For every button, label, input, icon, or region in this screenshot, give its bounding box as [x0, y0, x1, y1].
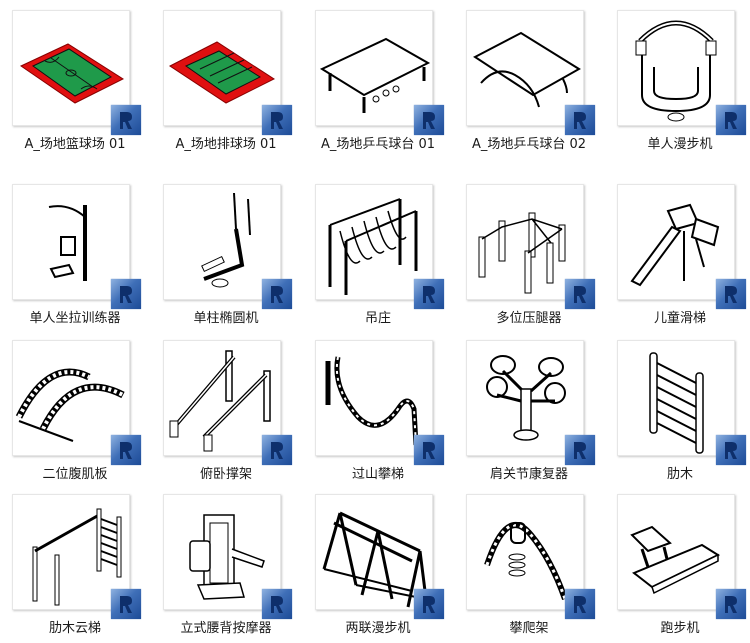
- revit-badge-icon: [414, 279, 444, 309]
- file-name: 儿童滑梯: [653, 311, 706, 326]
- thumbnail: [617, 184, 746, 309]
- back-massager-icon: [189, 514, 265, 600]
- file-name: 肋木: [666, 467, 693, 482]
- file-name: 二位腹肌板: [42, 467, 108, 482]
- thumbnail: [466, 184, 595, 309]
- file-name: 单人漫步机: [647, 137, 713, 152]
- thumbnail: [466, 10, 595, 135]
- revit-badge-icon: [565, 105, 595, 135]
- treadmill-icon: [630, 525, 721, 595]
- thumbnail: [163, 10, 292, 135]
- revit-badge-icon: [111, 105, 141, 135]
- revit-badge-icon: [716, 279, 746, 309]
- thumbnail: [315, 340, 444, 465]
- shoulder-wheel-icon: [486, 355, 566, 441]
- thumbnail: [315, 494, 444, 619]
- revit-badge-icon: [716, 105, 746, 135]
- basketball-court-icon: [19, 43, 125, 104]
- thumbnail: [315, 10, 444, 135]
- file-name: 攀爬架: [509, 621, 549, 636]
- volleyball-court-icon: [169, 41, 276, 104]
- thumbnail: [617, 10, 746, 135]
- thumbnail: [12, 184, 141, 309]
- revit-badge-icon: [262, 279, 292, 309]
- double-walker-icon: [322, 511, 428, 608]
- file-name: A_场地乒乓球台 02: [471, 137, 587, 152]
- thumbnail: [466, 494, 595, 619]
- ping-pong-table-curved-icon: [473, 31, 581, 108]
- thumbnail: [617, 340, 746, 465]
- thumbnail: [12, 494, 141, 619]
- revit-badge-icon: [414, 589, 444, 619]
- file-name: 过山攀梯: [351, 467, 404, 482]
- seated-pull-trainer-icon: [48, 205, 87, 281]
- revit-badge-icon: [262, 435, 292, 465]
- revit-badge-icon: [111, 589, 141, 619]
- thumbnail: [163, 340, 292, 465]
- file-name: 肩关节康复器: [489, 467, 568, 482]
- revit-badge-icon: [565, 279, 595, 309]
- hanging-stakes-icon: [328, 198, 418, 295]
- file-name: 两联漫步机: [345, 621, 411, 636]
- revit-badge-icon: [262, 105, 292, 135]
- file-name: 俯卧撑架: [199, 467, 252, 482]
- file-name: 肋木云梯: [48, 621, 101, 636]
- pushup-bars-icon: [169, 350, 271, 452]
- revit-badge-icon: [716, 435, 746, 465]
- kids-slide-icon: [630, 203, 720, 287]
- file-name: A_场地篮球场 01: [24, 137, 126, 152]
- revit-badge-icon: [716, 589, 746, 619]
- leg-press-bars-icon: [478, 212, 566, 294]
- wall-bars-icon: [649, 352, 704, 454]
- file-name: 跑步机: [660, 621, 700, 636]
- thumbnail: [617, 494, 746, 619]
- ping-pong-table-icon: [319, 37, 431, 113]
- thumbnail: [12, 340, 141, 465]
- file-name: A_场地排球场 01: [175, 137, 277, 152]
- revit-badge-icon: [414, 105, 444, 135]
- file-name: A_场地乒乓球台 01: [320, 137, 436, 152]
- revit-badge-icon: [262, 589, 292, 619]
- revit-badge-icon: [565, 589, 595, 619]
- file-name: 多位压腿器: [496, 311, 562, 326]
- thumbnail: [315, 184, 444, 309]
- wall-bars-monkey-ladder-icon: [32, 508, 122, 606]
- single-walker-icon: [635, 20, 717, 122]
- file-name: 立式腰背按摩器: [180, 621, 272, 636]
- file-name: 单人坐拉训练器: [29, 311, 121, 326]
- revit-badge-icon: [565, 435, 595, 465]
- revit-badge-icon: [414, 435, 444, 465]
- thumbnail: [163, 494, 292, 619]
- thumbnail: [12, 10, 141, 135]
- file-name: 单柱椭圆机: [193, 311, 259, 326]
- revit-badge-icon: [111, 435, 141, 465]
- file-name: 吊庄: [364, 311, 391, 326]
- thumbnail: [466, 340, 595, 465]
- climbing-ladder-icon: [325, 356, 419, 446]
- elliptical-machine-icon: [201, 192, 251, 288]
- ab-board-icon: [15, 368, 125, 442]
- revit-badge-icon: [111, 279, 141, 309]
- climbing-frame-icon: [484, 522, 568, 600]
- thumbnail: [163, 184, 292, 309]
